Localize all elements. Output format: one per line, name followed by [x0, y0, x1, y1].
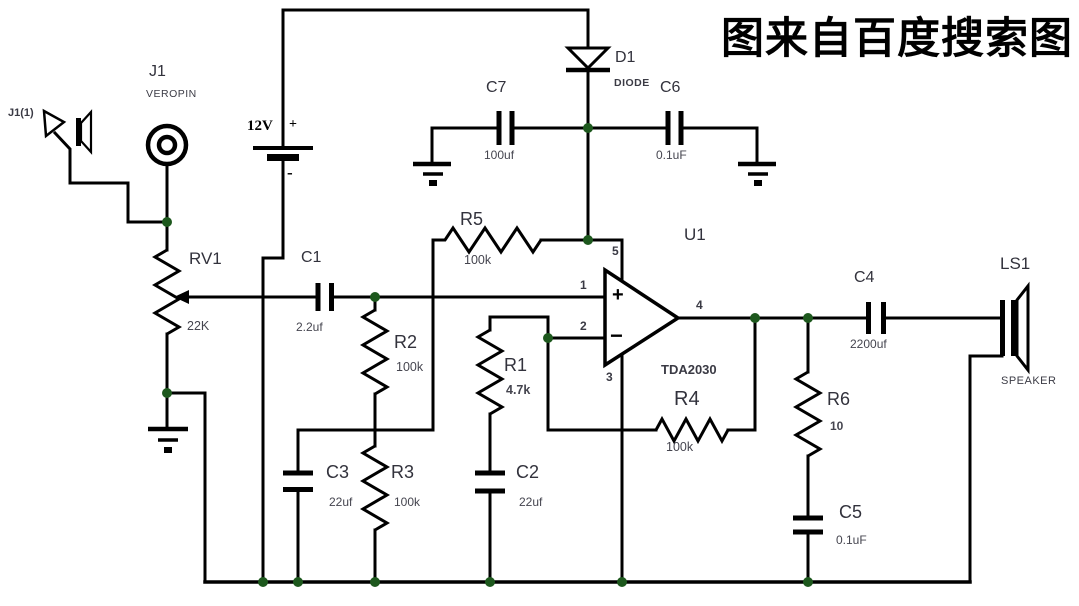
label-u1-pin4: 4 — [696, 298, 703, 312]
label-j1-sub: VEROPIN — [146, 88, 197, 100]
wire-speaker-return — [968, 354, 1004, 584]
probe-icon — [42, 108, 67, 139]
label-ls1-sub: SPEAKER — [1001, 375, 1057, 387]
label-c4-value: 2200uf — [850, 337, 887, 351]
resistor-r5 — [433, 225, 543, 255]
wire-battery-neg — [261, 157, 285, 584]
label-c2-value: 22uf — [519, 495, 543, 509]
resistor-r6 — [793, 370, 823, 458]
wire-j1-branch — [52, 130, 169, 224]
battery-symbol — [253, 146, 313, 161]
label-r2-value: 100k — [396, 360, 424, 374]
label-ls1-ref: LS1 — [1000, 254, 1031, 273]
capacitor-c1 — [315, 283, 334, 311]
label-rv1-value: 22K — [187, 319, 210, 333]
resistor-rv1 — [152, 248, 182, 336]
label-r6-ref: R6 — [827, 389, 851, 409]
label-r5-value: 100k — [464, 253, 492, 267]
wire-net — [52, 8, 1004, 584]
label-u1-pin2: 2 — [580, 319, 587, 333]
label-j1-pin: J1(1) — [8, 107, 34, 119]
capacitor-c3 — [283, 470, 313, 492]
label-r2-ref: R2 — [394, 332, 418, 352]
junction-dots — [162, 123, 813, 587]
label-c3-ref: C3 — [326, 462, 350, 482]
diode-d1 — [564, 46, 612, 73]
wire-rv1-jog — [165, 391, 207, 584]
label-r3-ref: R3 — [391, 462, 415, 482]
ground-c6 — [738, 161, 776, 186]
wire-c6 — [586, 126, 759, 164]
label-d1-ref: D1 — [615, 49, 636, 66]
label-c6-ref: C6 — [660, 79, 681, 96]
ground-rv1 — [148, 426, 188, 453]
opamp-u1 — [603, 266, 682, 369]
wire-r4-left — [546, 336, 658, 432]
label-j1-ref: J1 — [149, 63, 166, 80]
resistor-r4 — [654, 415, 730, 445]
label-c5-value: 0.1uF — [836, 533, 867, 547]
wire-top-rail — [281, 8, 590, 148]
label-battery-ref: 12V — [247, 118, 273, 134]
label-u1-pin1: 1 — [580, 278, 587, 292]
capacitor-c5 — [793, 515, 823, 535]
label-r3-value: 100k — [394, 495, 421, 509]
label-r4-ref: R4 — [674, 388, 700, 410]
label-u1-ref: U1 — [684, 225, 706, 244]
rv1-wiper-arrow — [174, 290, 189, 304]
label-c7-value: 100uf — [484, 148, 515, 162]
label-u1-pin3: 3 — [606, 370, 613, 384]
label-c6-value: 0.1uF — [656, 148, 687, 162]
label-c3-value: 22uf — [329, 495, 353, 509]
label-c1-ref: C1 — [301, 249, 322, 266]
label-r6-value: 10 — [830, 419, 844, 433]
capacitor-c7 — [496, 111, 515, 145]
resistor-r3 — [360, 444, 390, 532]
capacitor-c6 — [665, 111, 684, 145]
opamp-minus-sign: − — [610, 323, 623, 348]
ground-c7 — [413, 161, 451, 186]
label-rv1-ref: RV1 — [189, 249, 222, 268]
label-battery-minus: - — [287, 163, 293, 182]
label-r1-ref: R1 — [504, 355, 528, 375]
label-c5-ref: C5 — [839, 502, 863, 522]
resistor-r2 — [360, 308, 390, 396]
wire-c7 — [430, 126, 590, 164]
label-c7-ref: C7 — [486, 79, 507, 96]
speaker-ls1 — [1000, 281, 1030, 375]
label-r1-value: 4.7k — [506, 383, 531, 397]
connector-j1 — [145, 123, 189, 167]
capacitor-c4 — [866, 302, 886, 334]
label-r4-value: 100k — [666, 440, 694, 454]
resistor-r1 — [475, 328, 505, 416]
label-c1-value: 2.2uf — [296, 320, 323, 334]
page-title: 图来自百度搜索图 — [721, 14, 1073, 64]
label-c2-ref: C2 — [516, 462, 540, 482]
label-r5-ref: R5 — [460, 209, 484, 229]
label-battery-plus: + — [289, 117, 297, 132]
label-u1-pin5: 5 — [612, 244, 619, 258]
opamp-plus-sign: + — [612, 284, 624, 306]
wire-pin5 — [539, 238, 624, 283]
label-u1-part: TDA2030 — [661, 362, 717, 377]
capacitors — [283, 111, 886, 535]
ground-symbols — [148, 161, 776, 453]
wire-r4-right — [726, 316, 757, 432]
label-d1-sub: DIODE — [614, 77, 650, 89]
resistors — [152, 225, 823, 532]
wire-r1-link — [488, 315, 550, 340]
label-c4-ref: C4 — [854, 269, 875, 286]
mic-speaker-icon — [76, 109, 93, 155]
capacitor-c2 — [475, 470, 505, 494]
